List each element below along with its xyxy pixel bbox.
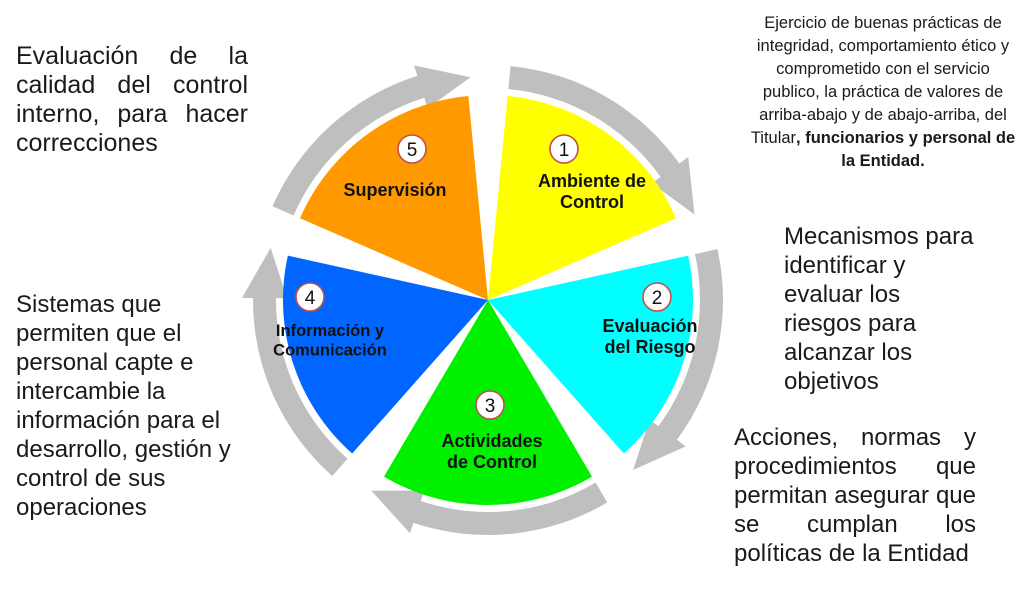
control-activities-description: Acciones, normas y procedimientos que pe…: [734, 424, 976, 567]
supervision-label-line: Supervisión: [343, 180, 446, 200]
control-activities-number-badge: [475, 390, 505, 420]
control-environment-label-line: Control: [560, 192, 624, 212]
supervision-cycle-arrow: [272, 65, 471, 216]
control-environment-sector: [488, 95, 676, 300]
control-activities-number: 3: [485, 396, 496, 417]
information-communication-cycle-arrow: [242, 247, 348, 477]
supervision-description: Evaluación de la calidad del control int…: [16, 42, 248, 157]
risk-assessment-label-line: Evaluación: [602, 316, 697, 336]
supervision-number: 5: [407, 140, 418, 161]
risk-assessment-number-badge: [642, 282, 672, 312]
risk-assessment-description: Mecanismos para identificar y evaluar lo…: [784, 223, 974, 395]
information-communication-label-line: Información y: [276, 322, 385, 340]
information-communication-description: Sistemas que permiten que el personal ca…: [16, 291, 231, 521]
risk-assessment-number: 2: [652, 288, 663, 309]
control-activities-cycle-arrow: [371, 482, 608, 535]
control-environment-number: 1: [559, 140, 570, 161]
cycle-arrows: [242, 65, 723, 535]
control-environment-cycle-arrow: [508, 66, 695, 215]
control-environment-label-line: Ambiente de: [538, 171, 646, 191]
control-activities-label-line: de Control: [447, 452, 537, 472]
supervision-number-badge: [397, 134, 427, 164]
wheel-sectors: [283, 95, 693, 505]
information-communication-sector: [283, 255, 488, 454]
risk-assessment-cycle-arrow: [633, 249, 723, 470]
risk-assessment-sector: [488, 255, 693, 454]
information-communication-number-badge: [295, 282, 325, 312]
control-environment-description: Ejercicio de buenas prácticas de integri…: [748, 12, 1018, 173]
information-communication-label-line: Comunicación: [273, 342, 387, 360]
control-environment-number-badge: [549, 134, 579, 164]
information-communication-number: 4: [305, 288, 316, 309]
control-environment-description-text: Ejercicio de buenas prácticas de integri…: [750, 14, 1010, 147]
control-activities-label-line: Actividades: [441, 431, 542, 451]
supervision-sector: [300, 95, 488, 300]
control-environment-description-bold: , funcionarios y personal de la Entidad.: [796, 129, 1016, 170]
risk-assessment-label-line: del Riesgo: [604, 337, 695, 357]
